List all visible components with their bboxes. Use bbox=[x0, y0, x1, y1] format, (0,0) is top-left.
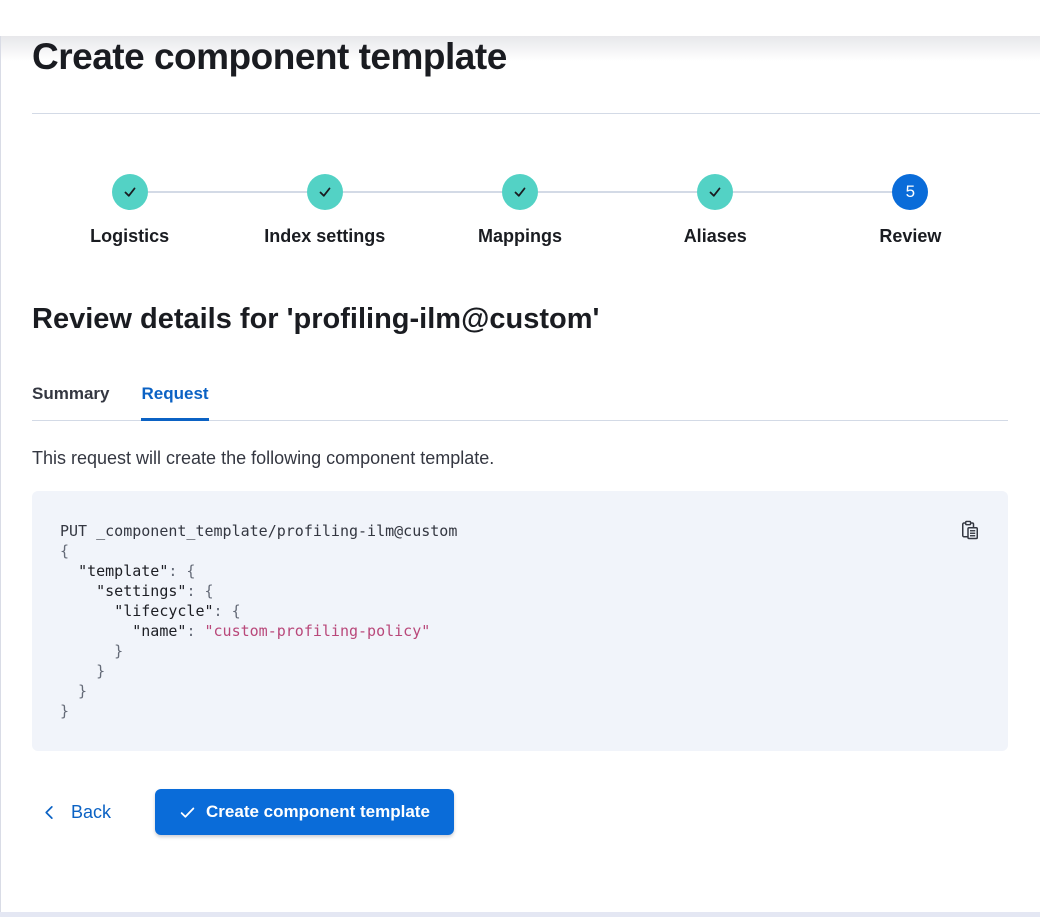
copy-clipboard-icon bbox=[960, 520, 980, 543]
step-complete-check-icon bbox=[697, 173, 734, 210]
code-line: "template": { bbox=[78, 562, 196, 581]
step-connector bbox=[147, 190, 228, 193]
step-label: Mappings bbox=[478, 225, 562, 246]
step-complete-check-icon bbox=[306, 173, 343, 210]
create-component-template-button[interactable]: Create component template bbox=[155, 789, 454, 836]
step-label: Review bbox=[879, 225, 942, 246]
request-description: This request will create the following c… bbox=[32, 448, 495, 469]
create-button-label: Create component template bbox=[206, 802, 430, 822]
code-line: "name": "custom-profiling-policy" bbox=[132, 622, 431, 641]
tab-request[interactable]: Request bbox=[141, 384, 209, 422]
code-line: "lifecycle": { bbox=[114, 602, 241, 621]
code-line: PUT _component_template/profiling-ilm@cu… bbox=[60, 522, 458, 541]
title-divider bbox=[32, 112, 1040, 114]
tab-summary[interactable]: Summary bbox=[32, 384, 110, 404]
request-code-block: PUT _component_template/profiling-ilm@cu… bbox=[32, 491, 1008, 752]
step-label: Index settings bbox=[264, 225, 386, 246]
code-line: { bbox=[60, 542, 70, 561]
step-connector bbox=[812, 190, 893, 193]
step-label: Aliases bbox=[683, 225, 747, 246]
code-line: } bbox=[60, 662, 106, 681]
step-number-badge: 5 bbox=[892, 173, 929, 210]
back-button-label: Back bbox=[71, 801, 112, 822]
stepper-step-mappings[interactable]: Mappings bbox=[422, 173, 618, 247]
copy-to-clipboard-button[interactable] bbox=[958, 519, 982, 543]
code-lines: PUT _component_template/profiling-ilm@cu… bbox=[60, 521, 980, 721]
code-line: "settings": { bbox=[96, 582, 214, 601]
review-heading: Review details for 'profiling-ilm@custom… bbox=[32, 302, 600, 335]
bottom-strip bbox=[0, 912, 1040, 917]
code-line: } bbox=[60, 702, 70, 721]
step-connector bbox=[422, 190, 503, 193]
chevron-left-icon bbox=[42, 805, 57, 820]
stepper-step-logistics[interactable]: Logistics bbox=[32, 173, 228, 247]
check-icon bbox=[179, 804, 196, 821]
step-complete-check-icon bbox=[502, 173, 538, 210]
tabs: Summary Request bbox=[32, 384, 1008, 422]
step-connector bbox=[342, 190, 423, 193]
step-connector bbox=[227, 190, 307, 193]
code-line: } bbox=[60, 642, 124, 661]
stepper-step-index-settings[interactable]: Index settings bbox=[227, 173, 423, 247]
create-component-template-page: Create component template Logistics Index… bbox=[0, 36, 1040, 836]
step-connector bbox=[617, 190, 698, 193]
stepper-step-aliases[interactable]: Aliases bbox=[617, 173, 813, 247]
wizard-footer: Back Create component template bbox=[32, 789, 1008, 836]
page-title: Create component template bbox=[32, 36, 507, 77]
code-line: } bbox=[60, 682, 88, 701]
step-connector bbox=[733, 190, 813, 193]
step-complete-check-icon bbox=[111, 173, 148, 210]
step-connector bbox=[538, 190, 618, 193]
step-label: Logistics bbox=[90, 225, 170, 246]
back-button[interactable]: Back bbox=[32, 794, 121, 831]
